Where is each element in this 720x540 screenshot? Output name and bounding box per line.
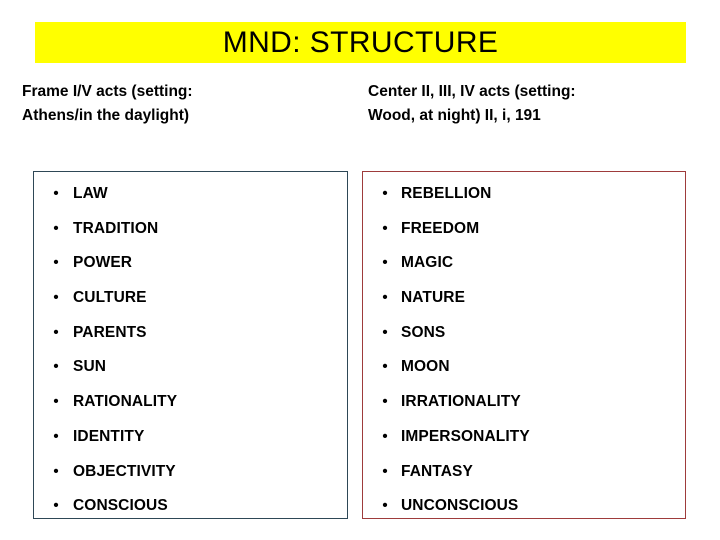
list-item-label: SONS (401, 323, 446, 341)
bullet-dot-icon: • (53, 393, 59, 411)
bullet-dot-icon: • (53, 289, 59, 307)
list-item: • NATURE (369, 289, 685, 324)
list-item: • SONS (369, 324, 685, 359)
list-item: • POWER (39, 254, 347, 289)
right-header-line-2: Wood, at night) II, i, 191 (368, 107, 541, 125)
bullet-dot-icon: • (382, 254, 388, 272)
list-item-label: FREEDOM (401, 219, 480, 237)
bullet-dot-icon: • (53, 462, 59, 480)
right-column-header: Center II, III, IV acts (setting: Wood, … (368, 80, 698, 128)
list-item-label: NATURE (401, 289, 466, 307)
list-item: • CULTURE (39, 289, 347, 324)
list-item: • MOON (369, 358, 685, 393)
list-item-label: IDENTITY (73, 427, 145, 445)
bullet-dot-icon: • (382, 185, 388, 202)
right-list-box: • REBELLION • FREEDOM • MAGIC • NATURE • SONS • MOO… (362, 171, 686, 519)
bullet-dot-icon: • (53, 358, 59, 376)
list-item-label: OBJECTIVITY (73, 462, 176, 480)
title-banner: MND: STRUCTURE (35, 22, 686, 63)
list-item-label: FANTASY (401, 462, 473, 480)
list-item: • IMPERSONALITY (369, 428, 685, 463)
list-item: • LAW (39, 185, 347, 220)
list-item-label: LAW (73, 185, 108, 202)
bullet-dot-icon: • (382, 497, 388, 515)
list-item-label: SUN (73, 358, 107, 376)
list-item: • TRADITION (39, 220, 347, 255)
list-item: • MAGIC (369, 254, 685, 289)
bullet-dot-icon: • (382, 289, 388, 307)
list-item-label: IMPERSONALITY (401, 427, 530, 445)
list-item-label: REBELLION (401, 185, 492, 202)
bullet-dot-icon: • (382, 358, 388, 376)
list-item-label: UNCONSCIOUS (401, 497, 519, 515)
list-item: • IDENTITY (39, 428, 347, 463)
page-title: MND: STRUCTURE (222, 25, 499, 59)
list-item: • FREEDOM (369, 220, 685, 255)
list-item-label: MOON (401, 358, 450, 376)
list-item-label: CONSCIOUS (73, 497, 168, 515)
bullet-dot-icon: • (382, 323, 388, 341)
list-item: • RATIONALITY (39, 393, 347, 428)
list-item-label: RATIONALITY (73, 393, 178, 411)
list-item: • FANTASY (369, 463, 685, 498)
list-item-label: POWER (73, 254, 133, 272)
right-header-line-1: Center II, III, IV acts (setting: (368, 83, 576, 100)
bullet-dot-icon: • (382, 427, 388, 445)
list-item: • OBJECTIVITY (39, 463, 347, 498)
list-item: • REBELLION (369, 185, 685, 220)
bullet-dot-icon: • (53, 497, 59, 515)
bullet-dot-icon: • (53, 323, 59, 341)
bullet-dot-icon: • (53, 219, 59, 237)
left-header-line-1: Frame I/V acts (setting: (22, 83, 193, 100)
left-column-header: Frame I/V acts (setting: Athens/in the d… (22, 80, 342, 128)
list-item: • UNCONSCIOUS (369, 497, 685, 532)
bullet-dot-icon: • (382, 219, 388, 237)
bullet-dot-icon: • (382, 462, 388, 480)
bullet-dot-icon: • (53, 254, 59, 272)
left-bullet-list: • LAW • TRADITION • POWER • CULTURE • PARENTS • SUN… (34, 172, 347, 532)
list-item-label: IRRATIONALITY (401, 393, 521, 411)
list-item: • PARENTS (39, 324, 347, 359)
bullet-dot-icon: • (53, 185, 59, 202)
left-list-box: • LAW • TRADITION • POWER • CULTURE • PARENTS • SUN… (33, 171, 348, 519)
list-item-label: PARENTS (73, 323, 147, 341)
list-item: • SUN (39, 358, 347, 393)
left-header-line-2: Athens/in the daylight) (22, 107, 190, 125)
right-bullet-list: • REBELLION • FREEDOM • MAGIC • NATURE • SONS • MOO… (363, 172, 685, 532)
list-item-label: CULTURE (73, 289, 147, 307)
list-item: • IRRATIONALITY (369, 393, 685, 428)
list-item-label: TRADITION (73, 219, 159, 237)
list-item-label: MAGIC (401, 254, 454, 272)
list-item: • CONSCIOUS (39, 497, 347, 532)
bullet-dot-icon: • (53, 427, 59, 445)
bullet-dot-icon: • (382, 393, 388, 411)
